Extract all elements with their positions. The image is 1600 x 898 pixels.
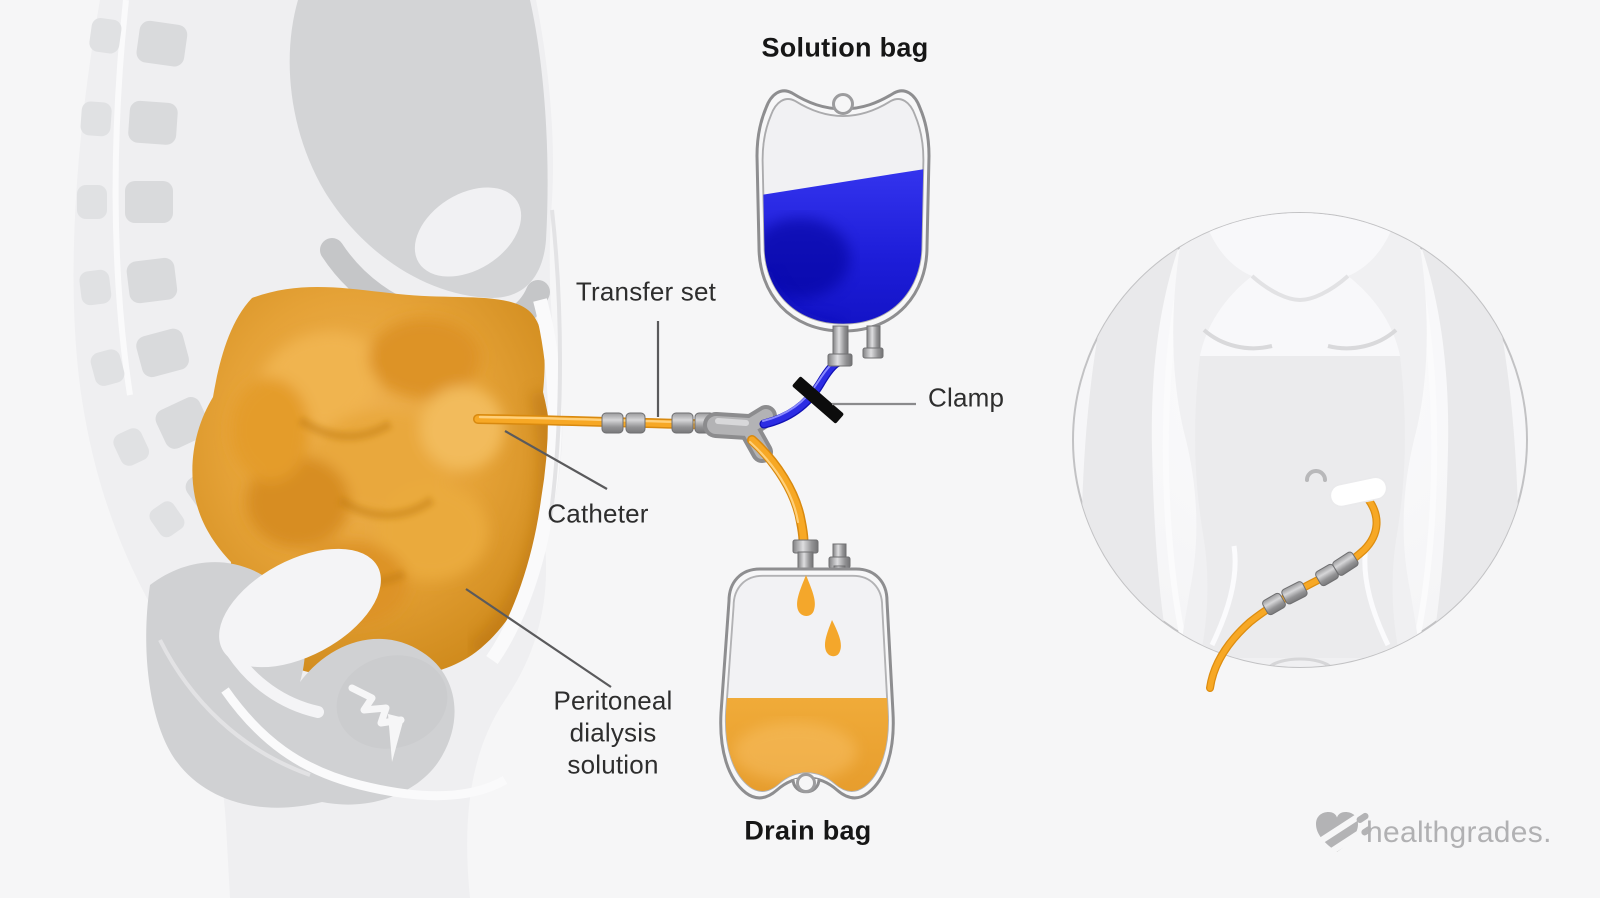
drain-bag [719,539,895,800]
navel [1305,469,1327,482]
healthgrades-heart-icon [1314,811,1372,859]
torso-inset [1072,212,1528,692]
inset-catheter [1206,476,1388,692]
droplets [797,575,841,657]
body-cross-section [73,0,563,898]
leader-lines [465,321,916,688]
hanger-hole [796,773,816,793]
drain-bag-label: Drain bag [744,815,872,846]
healthgrades-logo-text: healthgrades. [1366,816,1552,849]
solution-bag [755,89,931,367]
clamp-mark [792,376,844,424]
back-contour-line [112,0,133,396]
peritoneal-leader [465,588,612,688]
peritoneal-dialysis-solution-label: Peritoneal dialysis solution [553,685,673,781]
clamp-label: Clamp [928,382,1005,413]
bandage [1329,476,1388,508]
intestine-loops [230,318,553,660]
transfer-set-label: Transfer set [575,276,717,307]
pelvic-region [146,548,508,808]
abdominal-wall [486,298,562,665]
uterus [336,655,448,749]
solution-bag-ports [827,325,884,367]
catheter-leader [504,430,608,490]
bladder [219,548,381,668]
solution-bag-label: Solution bag [761,32,929,63]
catheter-label: Catheter [547,498,649,529]
solution-liquid [762,168,924,324]
hanger-hole [832,93,854,115]
drain-liquid [725,698,889,791]
